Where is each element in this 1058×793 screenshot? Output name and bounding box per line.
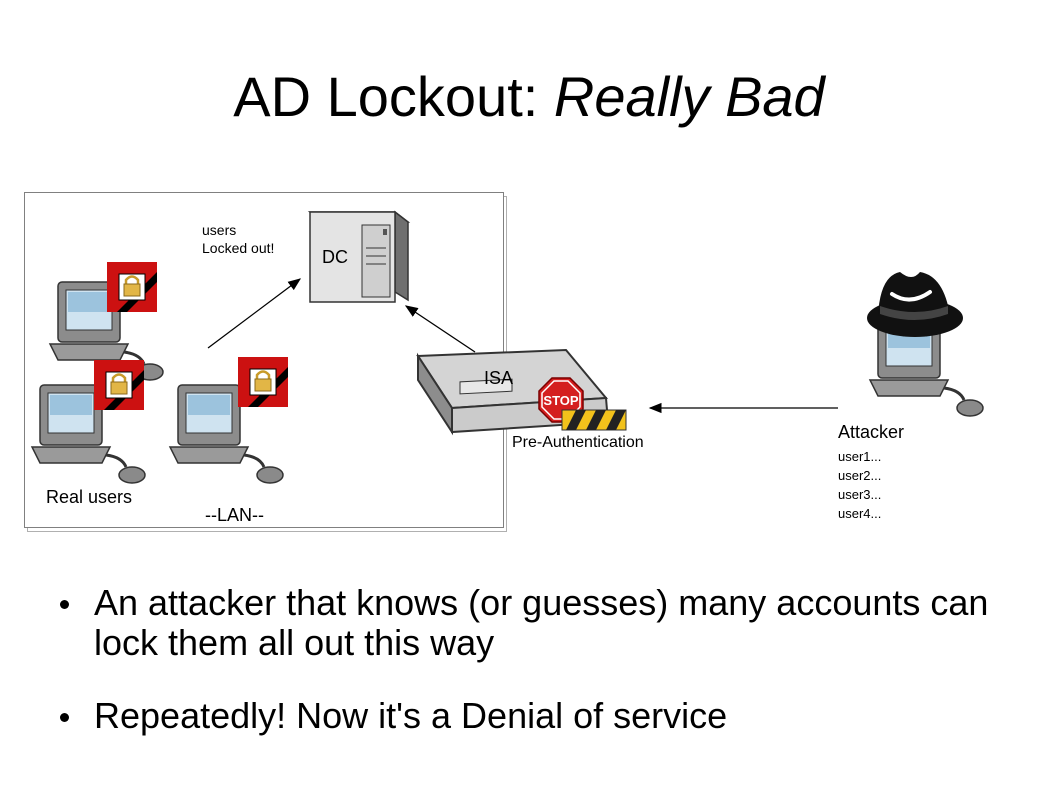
bullet-text-2: Repeatedly! Now it's a Denial of service: [94, 695, 728, 736]
attacker-user-1: user1...: [838, 449, 882, 464]
attacker-user-2: user2...: [838, 468, 882, 483]
isa-to-dc-arrow: [404, 305, 476, 353]
dc-label: DC: [322, 247, 348, 267]
stop-sign-text: STOP: [543, 393, 578, 408]
lan-to-dc-arrow: [207, 278, 302, 349]
lock-badge-3: [236, 355, 290, 409]
lock-badge-1: [105, 260, 159, 314]
barrier-icon: [561, 409, 627, 431]
dc-server-icon: [307, 210, 411, 303]
locked-out-line-1: users: [202, 222, 237, 238]
bullet-dot: [60, 713, 69, 722]
bullet-dot: [60, 600, 69, 609]
attacker-label: Attacker: [838, 422, 905, 442]
locked-out-line-2: Locked out!: [202, 240, 275, 256]
real-users-label: Real users: [46, 487, 133, 507]
pre-authentication-label: Pre-Authentication: [512, 434, 644, 451]
slide-title: AD Lockout: Really Bad: [0, 62, 1058, 132]
attacker-user-list: user1... user2... user3... user4...: [838, 447, 881, 523]
bullet-text-1: An attacker that knows (or guesses) many…: [94, 582, 989, 663]
lan-label: --LAN--: [205, 505, 264, 525]
locked-out-label: users Locked out!: [202, 221, 274, 257]
lock-badge-2: [92, 358, 146, 412]
title-emphasis: Really Bad: [553, 65, 825, 128]
title-main: AD Lockout:: [233, 65, 554, 128]
hat-icon: [867, 272, 963, 337]
attacker-user-3: user3...: [838, 487, 882, 502]
attacker-user-4: user4...: [838, 506, 882, 521]
isa-label: ISA: [484, 368, 514, 388]
